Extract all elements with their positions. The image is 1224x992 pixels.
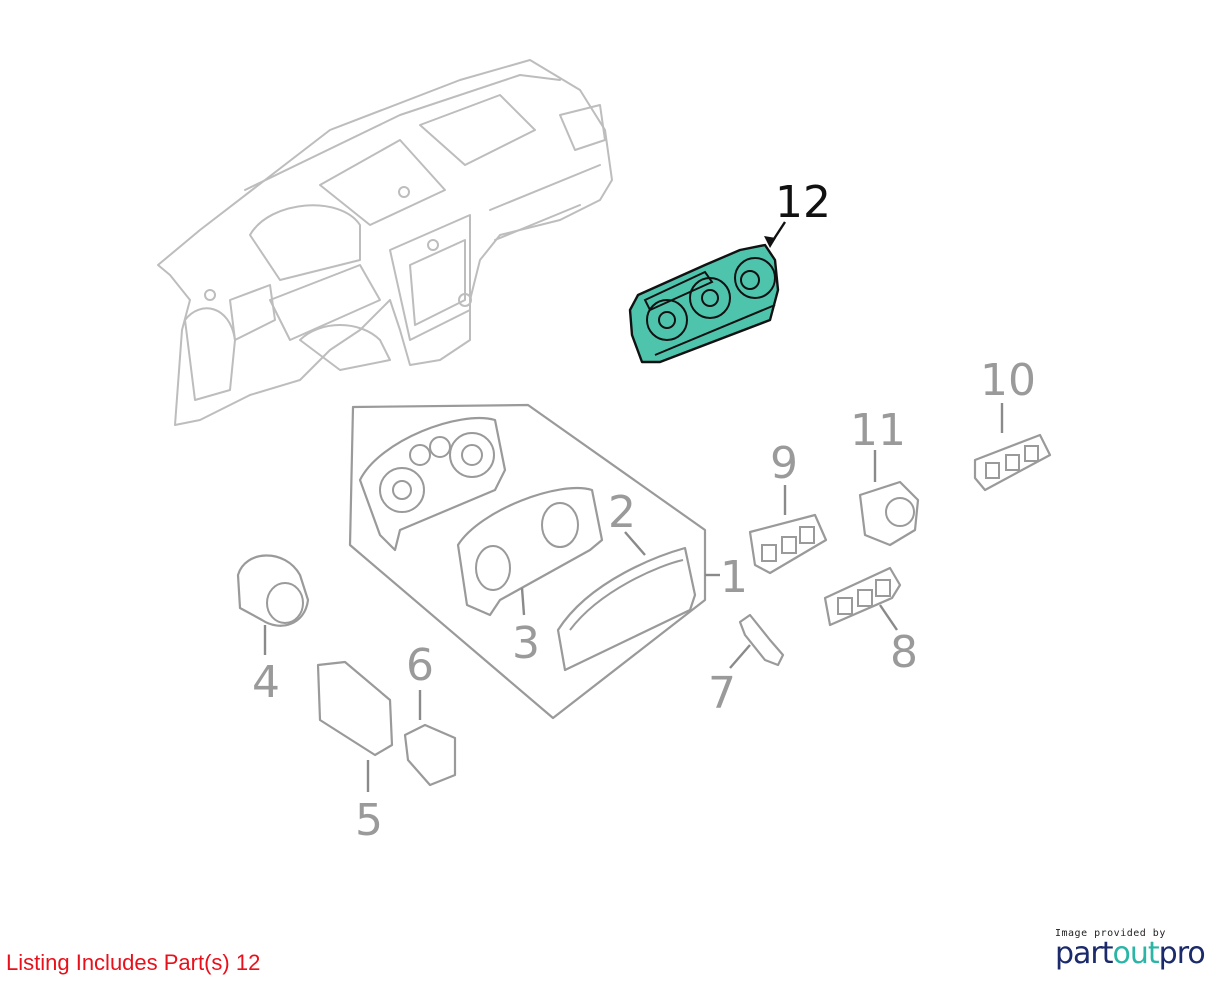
label-1[interactable]: 1 xyxy=(720,552,748,603)
label-6[interactable]: 6 xyxy=(406,640,434,691)
part-3-cluster xyxy=(456,486,604,617)
part-10 xyxy=(973,433,1052,492)
logo-pro: pro xyxy=(1158,936,1206,971)
label-8[interactable]: 8 xyxy=(890,627,918,678)
label-5[interactable]: 5 xyxy=(355,795,383,846)
part-3-bezel xyxy=(358,417,507,552)
label-10[interactable]: 10 xyxy=(980,355,1036,406)
part-2-lens xyxy=(556,546,697,672)
partoutpro-credit: Image provided by partoutpro xyxy=(1055,928,1215,969)
label-11[interactable]: 11 xyxy=(850,405,906,456)
part-7 xyxy=(738,613,785,667)
callout-leaders xyxy=(263,403,1004,792)
credit-caption: Image provided by xyxy=(1055,928,1166,939)
part-12-climate-control xyxy=(628,221,787,364)
label-4[interactable]: 4 xyxy=(252,657,280,708)
logo-out: out xyxy=(1112,936,1160,971)
part-1-group-outline xyxy=(348,403,707,720)
label-2[interactable]: 2 xyxy=(608,487,636,538)
logo-part: part xyxy=(1055,936,1114,971)
label-7[interactable]: 7 xyxy=(708,668,736,719)
part-9 xyxy=(748,513,828,575)
part-11 xyxy=(858,480,920,547)
label-12[interactable]: 12 xyxy=(775,177,831,228)
dashboard-outline xyxy=(157,59,613,426)
label-9[interactable]: 9 xyxy=(770,438,798,489)
part-5 xyxy=(316,660,394,757)
listing-parts-text: Listing Includes Part(s) 12 xyxy=(6,950,261,975)
part-6 xyxy=(403,723,457,787)
part-4 xyxy=(236,554,310,627)
partoutpro-logo: partoutpro xyxy=(1055,939,1215,969)
part-8 xyxy=(823,566,902,627)
label-3[interactable]: 3 xyxy=(512,618,540,669)
